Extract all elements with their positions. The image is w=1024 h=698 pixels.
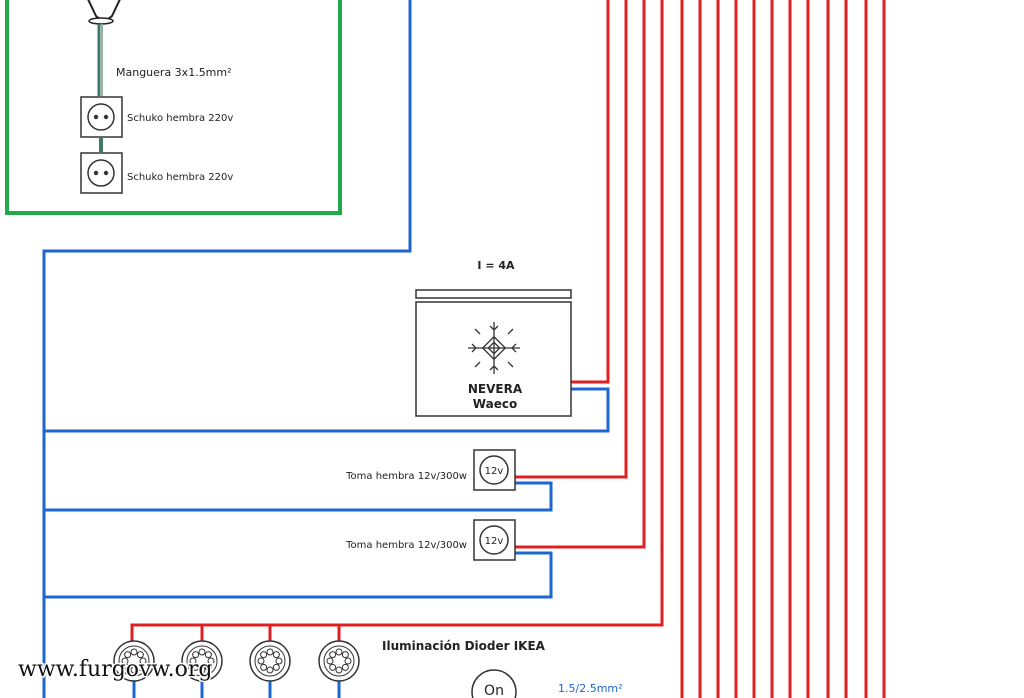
fridge-name-line1: NEVERA <box>468 382 523 396</box>
lamp-icon <box>87 0 121 25</box>
watermark: www.furgovw.org <box>18 657 213 682</box>
schuko-socket-1 <box>80 96 123 138</box>
positive-feed-wires <box>130 0 664 643</box>
fridge-lid <box>415 289 572 299</box>
lighting-label: Iluminación Dioder IKEA <box>382 639 546 653</box>
enclosure-box <box>5 0 342 215</box>
switch-icon <box>471 669 517 698</box>
led-light-icon <box>113 640 155 682</box>
schuko-socket-2 <box>80 152 123 194</box>
cable-label: Manguera 3x1.5mm² <box>116 66 232 79</box>
fridge-name-line2: Waeco <box>473 397 517 411</box>
wire-gauge-label: 1.5/2.5mm² <box>558 682 623 695</box>
schuko-label-1: Schuko hembra 220v <box>127 113 233 124</box>
cable-icon <box>97 24 103 152</box>
socket12v-label-1: Toma hembra 12v/300w <box>345 471 467 482</box>
fridge-current-label: I = 4A <box>477 259 515 272</box>
led-light-icon <box>181 640 223 682</box>
socket12v-2 <box>473 519 516 561</box>
schuko-label-2: Schuko hembra 220v <box>127 172 233 183</box>
led-light-icon <box>318 640 360 682</box>
negative-wires <box>42 0 610 698</box>
socket12v-1 <box>473 449 516 491</box>
socket12v-label-2: Toma hembra 12v/300w <box>345 540 467 551</box>
switch-label: On <box>484 683 504 698</box>
led-light-icon <box>249 640 291 682</box>
socket12v-badge-1: 12v <box>485 466 504 477</box>
socket12v-badge-2: 12v <box>485 536 504 547</box>
lighting-units <box>113 640 360 682</box>
snowflake-icon <box>468 322 520 374</box>
positive-bus-lines <box>680 0 886 698</box>
